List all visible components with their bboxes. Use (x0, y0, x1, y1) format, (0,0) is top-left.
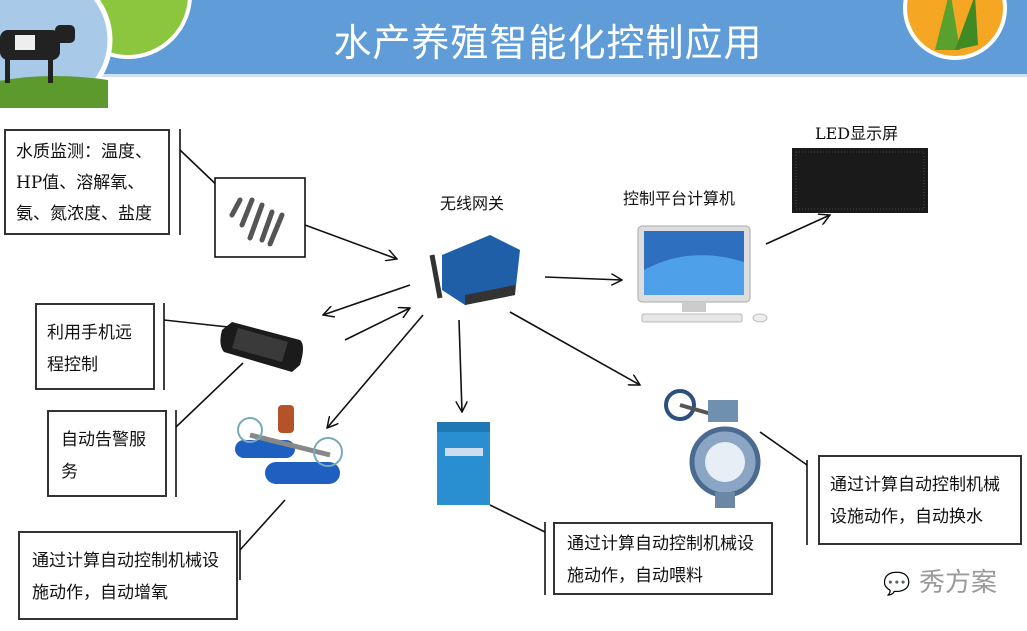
wireless-gateway-icon (429, 235, 520, 305)
butterfly-valve-icon (664, 389, 761, 508)
led-label: LED显示屏 (815, 124, 899, 143)
water-quality-box: 水质监测：温度、HP值、溶解氧、氨、氮浓度、盐度 (4, 129, 170, 235)
led-display-icon (792, 148, 928, 213)
phone-control-box: 利用手机远程控制 (35, 303, 155, 390)
feeding-box: 通过计算自动控制机械设施动作，自动喂料 (553, 522, 773, 595)
computer-monitor-icon (637, 225, 768, 323)
alarm-service-box: 自动告警服务 (47, 410, 167, 497)
computer-label: 控制平台计算机 (623, 189, 736, 208)
page-title: 水产养殖智能化控制应用 (333, 21, 763, 65)
watermark: 💬 秀方案 (883, 562, 997, 599)
paddle-aerator-icon (235, 405, 343, 484)
wechat-icon: 💬 (883, 572, 911, 597)
auto-feeder-icon (437, 422, 490, 505)
sensor-probes-icon (214, 177, 306, 258)
cow-photo-icon (0, 0, 113, 111)
corn-photo-icon (903, 0, 1007, 60)
gateway-label: 无线网关 (440, 194, 505, 213)
mobile-phone-icon (220, 322, 303, 372)
aeration-box: 通过计算自动控制机械设施动作，自动增氧 (18, 531, 238, 620)
watermark-text: 秀方案 (918, 568, 997, 598)
water-change-box: 通过计算自动控制机械设施动作，自动换水 (818, 455, 1022, 545)
